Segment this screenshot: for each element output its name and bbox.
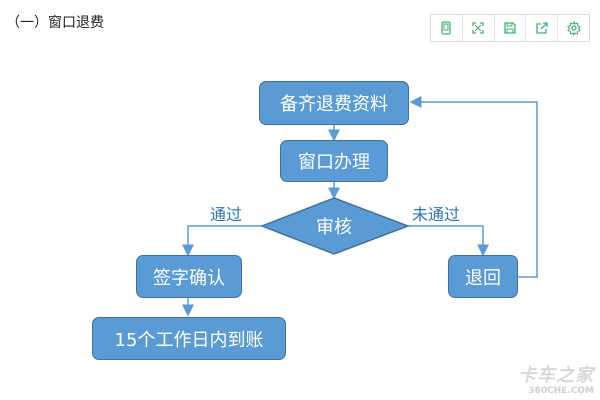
arrow-review-to-sign xyxy=(182,225,262,257)
node-review-label: 审核 xyxy=(316,217,352,238)
export-button[interactable] xyxy=(526,15,559,41)
edge-label-fail: 未通过 xyxy=(412,205,461,224)
node-return: 退回 xyxy=(448,255,518,298)
arrow-review-to-return xyxy=(408,225,489,257)
node-refund-arrival: 15个工作日内到账 xyxy=(92,317,286,360)
edge-label-pass: 通过 xyxy=(210,205,243,224)
tablet-view-button[interactable] xyxy=(431,15,463,41)
settings-button[interactable] xyxy=(558,15,589,41)
toolbar xyxy=(430,14,590,42)
settings-icon xyxy=(566,21,581,35)
review-diamond-shape xyxy=(259,197,411,255)
page-title: （一）窗口退费 xyxy=(6,15,104,31)
save-icon xyxy=(504,22,516,34)
node-sign-confirm: 签字确认 xyxy=(136,255,242,298)
node-window-processing: 窗口办理 xyxy=(280,140,388,182)
tablet-icon xyxy=(441,21,452,35)
save-button[interactable] xyxy=(495,15,527,41)
watermark-logo: 卡车之家 360CHE.COM xyxy=(518,365,594,396)
fullscreen-button[interactable] xyxy=(463,15,495,41)
node-prepare-materials: 备齐退费资料 xyxy=(259,81,409,125)
fullscreen-icon xyxy=(472,22,484,34)
export-icon xyxy=(536,22,548,34)
arrow-return-to-prepare xyxy=(409,96,538,278)
